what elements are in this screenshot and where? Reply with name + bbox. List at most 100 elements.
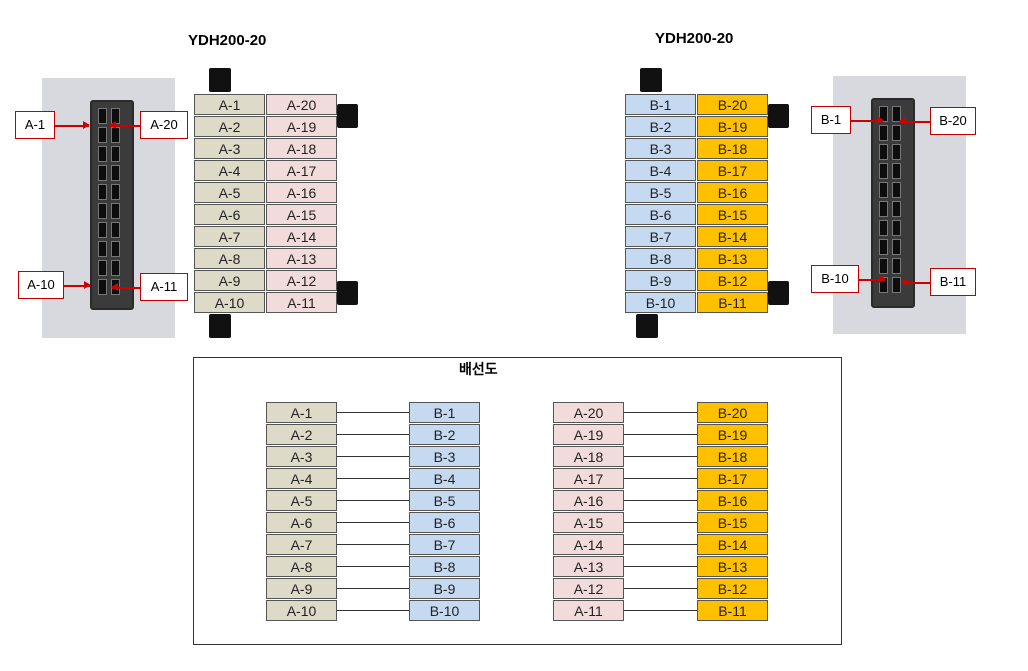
connector-a-pin-left: A-9	[194, 270, 265, 291]
connector-cavity	[98, 222, 107, 238]
callout-b-10: B-10	[811, 265, 859, 293]
connector-b-pin-left: B-10	[625, 292, 696, 313]
connector-b-pin-left: B-1	[625, 94, 696, 115]
connector-cavity	[98, 127, 107, 143]
wire-line	[624, 522, 697, 523]
arrow-a-10	[64, 282, 91, 288]
connector-a-pin-right: A-20	[266, 94, 337, 115]
connector-a-latch-bottom	[209, 314, 231, 338]
connector-a-pin-right: A-17	[266, 160, 337, 181]
connector-cavity	[98, 165, 107, 181]
callout-b-11: B-11	[930, 268, 976, 296]
connector-cavity	[879, 163, 888, 179]
wire-line	[624, 434, 697, 435]
connector-b-pin-left: B-6	[625, 204, 696, 225]
wiring-group2-to-pin: B-11	[697, 600, 768, 621]
callout-a-10: A-10	[18, 271, 64, 299]
wire-line	[337, 544, 409, 545]
wire-line	[624, 500, 697, 501]
connector-cavity	[879, 258, 888, 274]
connector-cavity	[879, 239, 888, 255]
wiring-group1-to-pin: B-10	[409, 600, 480, 621]
connector-a-pin-right: A-11	[266, 292, 337, 313]
wiring-group1-to-pin: B-4	[409, 468, 480, 489]
wiring-diagram-title: 배선도	[459, 361, 498, 377]
connector-b-pin-right: B-19	[697, 116, 768, 137]
wire-line	[337, 412, 409, 413]
connector-b-pin-right: B-15	[697, 204, 768, 225]
connector-b-pin-left: B-3	[625, 138, 696, 159]
connector-b-pin-right: B-12	[697, 270, 768, 291]
connector-a-pin-right: A-13	[266, 248, 337, 269]
wiring-group1-to-pin: B-7	[409, 534, 480, 555]
callout-a-20: A-20	[140, 111, 188, 139]
connector-b-pin-left: B-7	[625, 226, 696, 247]
wire-line	[624, 412, 697, 413]
wiring-group1-from-pin: A-3	[266, 446, 337, 467]
connector-cavity	[892, 220, 901, 236]
connector-b-pin-right: B-13	[697, 248, 768, 269]
connector-a-pin-right: A-15	[266, 204, 337, 225]
wiring-group2-to-pin: B-17	[697, 468, 768, 489]
connector-cavity	[879, 125, 888, 141]
connector-a-pin-right: A-12	[266, 270, 337, 291]
connector-a-pin-left: A-1	[194, 94, 265, 115]
wiring-group1-from-pin: A-5	[266, 490, 337, 511]
connector-a-pin-left: A-10	[194, 292, 265, 313]
wire-line	[337, 522, 409, 523]
wiring-group2-from-pin: A-14	[553, 534, 624, 555]
wire-line	[337, 478, 409, 479]
connector-cavity	[111, 127, 120, 143]
arrow-b-1	[851, 117, 884, 123]
connector-cavity	[892, 258, 901, 274]
connector-cavity	[892, 277, 901, 293]
connector-cavity	[892, 163, 901, 179]
wiring-group2-from-pin: A-20	[553, 402, 624, 423]
arrow-b-10	[859, 276, 886, 282]
connector-b-pin-right: B-16	[697, 182, 768, 203]
wiring-group1-to-pin: B-5	[409, 490, 480, 511]
connector-a-pin-left: A-8	[194, 248, 265, 269]
wire-line	[624, 544, 697, 545]
arrow-b-11	[901, 279, 930, 285]
connector-a-latch-right-bottom	[337, 281, 358, 305]
connector-a-pin-right: A-16	[266, 182, 337, 203]
connector-cavity	[111, 184, 120, 200]
connector-cavity	[111, 222, 120, 238]
connector-b-pin-left: B-2	[625, 116, 696, 137]
wire-line	[337, 566, 409, 567]
connector-b-pin-right: B-20	[697, 94, 768, 115]
wire-line	[337, 434, 409, 435]
wiring-group2-to-pin: B-14	[697, 534, 768, 555]
wiring-group1-from-pin: A-4	[266, 468, 337, 489]
wiring-group1-from-pin: A-6	[266, 512, 337, 533]
wire-line	[624, 610, 697, 611]
wiring-group1-to-pin: B-1	[409, 402, 480, 423]
connector-cavity	[111, 146, 120, 162]
connector-b-pin-right: B-17	[697, 160, 768, 181]
wiring-group1-to-pin: B-2	[409, 424, 480, 445]
wiring-group2-from-pin: A-19	[553, 424, 624, 445]
connector-a-pin-left: A-6	[194, 204, 265, 225]
wire-line	[337, 588, 409, 589]
wiring-group1-to-pin: B-3	[409, 446, 480, 467]
wiring-group2-from-pin: A-13	[553, 556, 624, 577]
wiring-group1-to-pin: B-6	[409, 512, 480, 533]
connector-cavity	[892, 239, 901, 255]
connector-b-pin-left: B-4	[625, 160, 696, 181]
connector-cavity	[111, 165, 120, 181]
wiring-group2-to-pin: B-16	[697, 490, 768, 511]
callout-a-11: A-11	[140, 273, 188, 301]
connector-a-pin-left: A-3	[194, 138, 265, 159]
wiring-group1-to-pin: B-8	[409, 556, 480, 577]
arrow-a-11	[111, 284, 140, 290]
wiring-group2-to-pin: B-19	[697, 424, 768, 445]
connector-cavity	[111, 241, 120, 257]
connector-cavity	[98, 203, 107, 219]
connector-a-pin-right: A-14	[266, 226, 337, 247]
connector-cavity	[111, 203, 120, 219]
arrow-a-1	[55, 122, 90, 128]
connector-b-latch-right-top	[768, 104, 789, 128]
connector-b-pin-right: B-14	[697, 226, 768, 247]
wire-line	[337, 500, 409, 501]
